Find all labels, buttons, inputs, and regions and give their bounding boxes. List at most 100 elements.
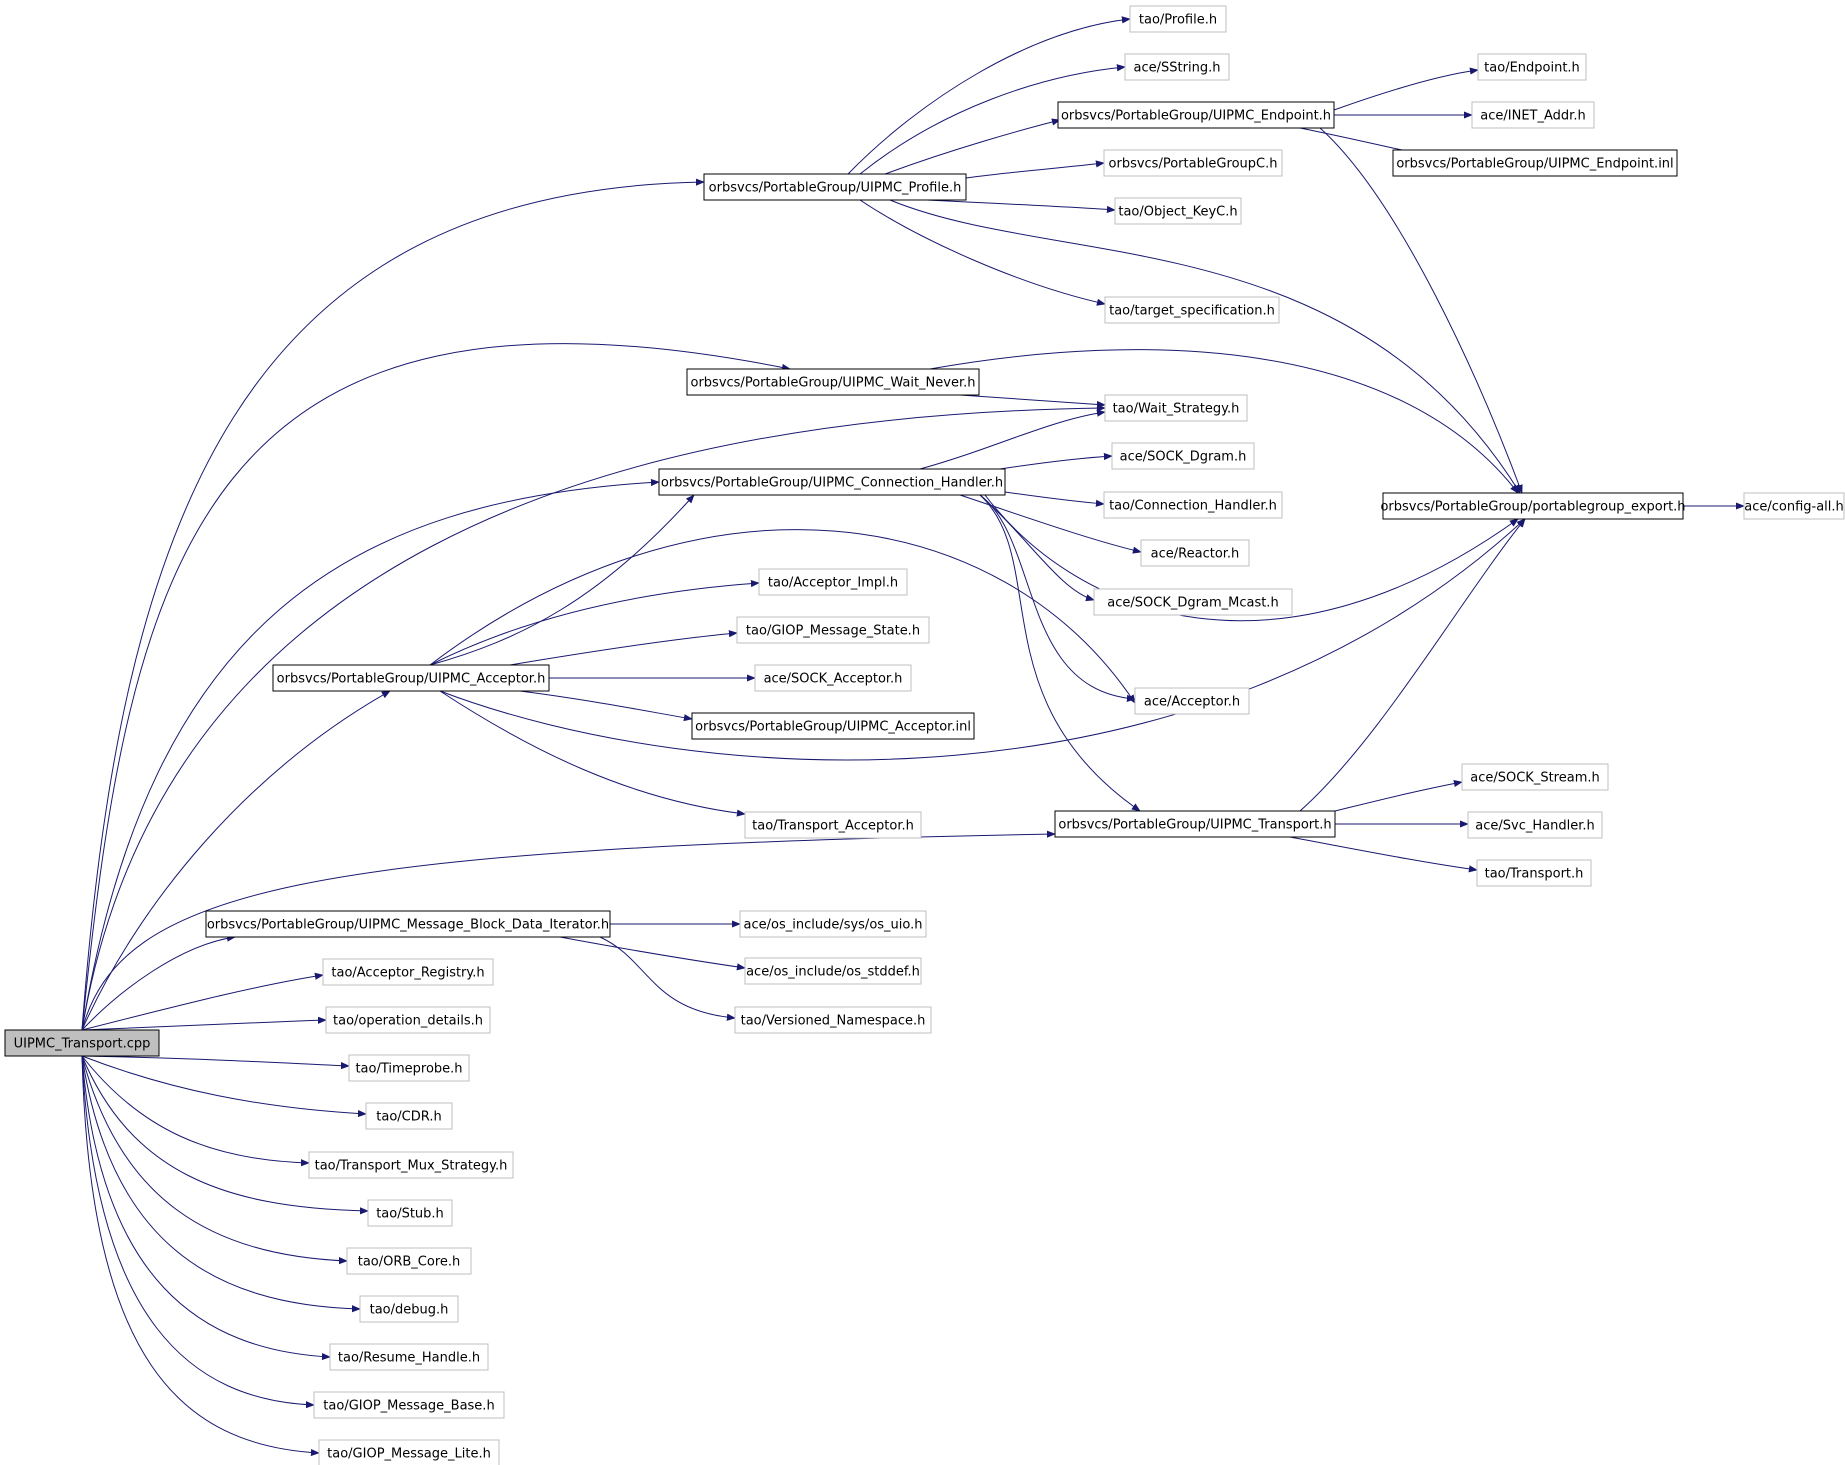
node-conn-handler-h[interactable]: orbsvcs/PortableGroup/UIPMC_Connection_H… bbox=[658, 468, 1006, 496]
edge-root-to-tao_resume bbox=[81, 1055, 331, 1361]
node-tao-profile: tao/Profile.h bbox=[1129, 5, 1227, 33]
node-box bbox=[1743, 492, 1845, 520]
node-box bbox=[758, 568, 908, 596]
node-box bbox=[1471, 101, 1595, 129]
node-tao-trans-acc: tao/Transport_Acceptor.h bbox=[744, 811, 922, 839]
edge-conn_handler_h-to-tao_wait bbox=[919, 409, 1106, 470]
node-box bbox=[1103, 491, 1283, 519]
node-label: tao/GIOP_Message_Base.h bbox=[323, 1399, 494, 1414]
nodes-layer: UIPMC_Transport.cpp orbsvcs/PortableGroup… bbox=[4, 5, 1845, 1465]
node-profile-h[interactable]: orbsvcs/PortableGroup/UIPMC_Profile.h bbox=[703, 173, 967, 201]
edge-profile_h-to-tao_target bbox=[859, 199, 1106, 306]
edge-root-to-tao_orbcore bbox=[81, 1055, 348, 1265]
node-box bbox=[1140, 539, 1250, 567]
node-box bbox=[325, 1006, 491, 1034]
node-box bbox=[1104, 394, 1248, 422]
node-ace-inet: ace/INET_Addr.h bbox=[1471, 101, 1595, 129]
node-label: orbsvcs/PortableGroup/UIPMC_Message_Bloc… bbox=[207, 918, 609, 933]
node-label: tao/debug.h bbox=[370, 1303, 449, 1318]
edge-root-to-wait_never_h bbox=[81, 343, 791, 1031]
node-box bbox=[1129, 5, 1227, 33]
node-ace-acceptor: ace/Acceptor.h bbox=[1134, 687, 1250, 715]
node-label: tao/ORB_Core.h bbox=[358, 1255, 461, 1270]
node-box bbox=[308, 1151, 514, 1179]
node-tao-connh: tao/Connection_Handler.h bbox=[1103, 491, 1283, 519]
node-tao-cdr: tao/CDR.h bbox=[365, 1102, 453, 1130]
node-box bbox=[744, 811, 922, 839]
edge-conn_handler_h-to-ace_acceptor bbox=[979, 494, 1136, 702]
node-tao-giop-state: tao/GIOP_Message_State.h bbox=[736, 616, 930, 644]
node-label: ace/Acceptor.h bbox=[1144, 695, 1240, 710]
node-label: tao/Profile.h bbox=[1139, 13, 1217, 28]
node-box bbox=[1054, 810, 1336, 838]
edge-acceptor_h-to-acceptor_inl bbox=[519, 690, 693, 722]
edge-mbdi_h-to-tao_vns bbox=[599, 936, 736, 1021]
node-label: tao/Connection_Handler.h bbox=[1109, 499, 1277, 514]
node-box bbox=[744, 957, 922, 985]
node-box bbox=[272, 664, 550, 692]
node-acceptor-inl[interactable]: orbsvcs/PortableGroup/UIPMC_Acceptor.inl bbox=[691, 712, 975, 740]
node-wait-never-h[interactable]: orbsvcs/PortableGroup/UIPMC_Wait_Never.h bbox=[686, 368, 980, 396]
node-label: orbsvcs/PortableGroup/portablegroup_expo… bbox=[1380, 500, 1685, 515]
node-endpoint-h[interactable]: orbsvcs/PortableGroup/UIPMC_Endpoint.h bbox=[1057, 101, 1335, 129]
node-tao-transport: tao/Transport.h bbox=[1476, 859, 1592, 887]
edge-conn_handler_h-to-transport_h bbox=[979, 494, 1141, 812]
node-label: ace/SString.h bbox=[1134, 61, 1221, 76]
node-box bbox=[348, 1054, 470, 1082]
node-box bbox=[329, 1343, 489, 1371]
node-tao-acc-reg: tao/Acceptor_Registry.h bbox=[322, 958, 494, 986]
edge-root-to-acceptor_h bbox=[81, 690, 391, 1031]
edge-root-to-tao_wait bbox=[81, 404, 1106, 1031]
node-box bbox=[1104, 296, 1280, 324]
node-label: orbsvcs/PortableGroup/UIPMC_Transport.h bbox=[1058, 818, 1331, 833]
node-ace-sock-acc: ace/SOCK_Acceptor.h bbox=[754, 664, 912, 692]
node-acceptor-h[interactable]: orbsvcs/PortableGroup/UIPMC_Acceptor.h bbox=[272, 664, 550, 692]
node-tao-wait: tao/Wait_Strategy.h bbox=[1104, 394, 1248, 422]
node-box bbox=[686, 368, 980, 396]
edge-root-to-tao_giop_lite bbox=[81, 1055, 320, 1457]
edge-root-to-tao_debug bbox=[81, 1055, 361, 1313]
node-box bbox=[1057, 101, 1335, 129]
node-label: ace/SOCK_Acceptor.h bbox=[764, 672, 903, 687]
node-label: ace/INET_Addr.h bbox=[1480, 109, 1585, 124]
node-ace-uio: ace/os_include/sys/os_uio.h bbox=[739, 910, 927, 938]
node-label: tao/Transport_Acceptor.h bbox=[752, 819, 914, 834]
node-label: tao/operation_details.h bbox=[333, 1014, 483, 1029]
node-tao-timeprobe: tao/Timeprobe.h bbox=[348, 1054, 470, 1082]
node-endpoint-inl[interactable]: orbsvcs/PortableGroup/UIPMC_Endpoint.inl bbox=[1392, 149, 1678, 177]
edge-wait_never_h-to-tao_wait bbox=[959, 394, 1106, 409]
node-label: orbsvcs/PortableGroup/UIPMC_Acceptor.inl bbox=[695, 720, 971, 735]
node-label: orbsvcs/PortableGroupC.h bbox=[1109, 157, 1278, 172]
node-tao-acc-impl: tao/Acceptor_Impl.h bbox=[758, 568, 908, 596]
node-mbdi-h[interactable]: orbsvcs/PortableGroup/UIPMC_Message_Bloc… bbox=[205, 910, 611, 938]
node-box bbox=[359, 1295, 459, 1323]
node-label: ace/config-all.h bbox=[1744, 500, 1844, 515]
node-ace-dgram: ace/SOCK_Dgram.h bbox=[1111, 442, 1255, 470]
node-label: tao/Resume_Handle.h bbox=[338, 1351, 480, 1366]
node-ace-sstring: ace/SString.h bbox=[1124, 53, 1230, 81]
node-label: orbsvcs/PortableGroup/UIPMC_Profile.h bbox=[709, 181, 962, 196]
node-tao-opdet: tao/operation_details.h bbox=[325, 1006, 491, 1034]
node-box bbox=[1476, 859, 1592, 887]
node-label: tao/Wait_Strategy.h bbox=[1113, 402, 1240, 417]
node-box bbox=[754, 664, 912, 692]
edge-profile_h-to-ace_sstring bbox=[859, 64, 1126, 175]
node-box bbox=[1114, 197, 1242, 225]
node-root: UIPMC_Transport.cpp bbox=[4, 1029, 160, 1057]
node-label: tao/Object_KeyC.h bbox=[1118, 205, 1237, 220]
edge-profile_h-to-endpoint_h bbox=[884, 118, 1061, 175]
node-transport-h[interactable]: orbsvcs/PortableGroup/UIPMC_Transport.h bbox=[1054, 810, 1336, 838]
node-label: orbsvcs/PortableGroup/UIPMC_Endpoint.inl bbox=[1396, 157, 1673, 172]
node-label: ace/SOCK_Dgram.h bbox=[1120, 450, 1247, 465]
edge-acceptor_h-to-conn_handler_h bbox=[429, 494, 695, 666]
node-label: tao/Acceptor_Registry.h bbox=[331, 966, 484, 981]
node-ace-stddef: ace/os_include/os_stddef.h bbox=[744, 957, 922, 985]
node-box bbox=[1477, 53, 1587, 81]
node-pg-export-h[interactable]: orbsvcs/PortableGroup/portablegroup_expo… bbox=[1380, 492, 1686, 520]
node-tao-orbcore: tao/ORB_Core.h bbox=[346, 1247, 472, 1275]
edge-acceptor_h-to-pg_export_h bbox=[439, 518, 1526, 761]
edge-conn_handler_h-to-ace_reactor bbox=[959, 494, 1142, 554]
node-box bbox=[205, 910, 611, 938]
node-label: tao/Stub.h bbox=[376, 1207, 444, 1222]
